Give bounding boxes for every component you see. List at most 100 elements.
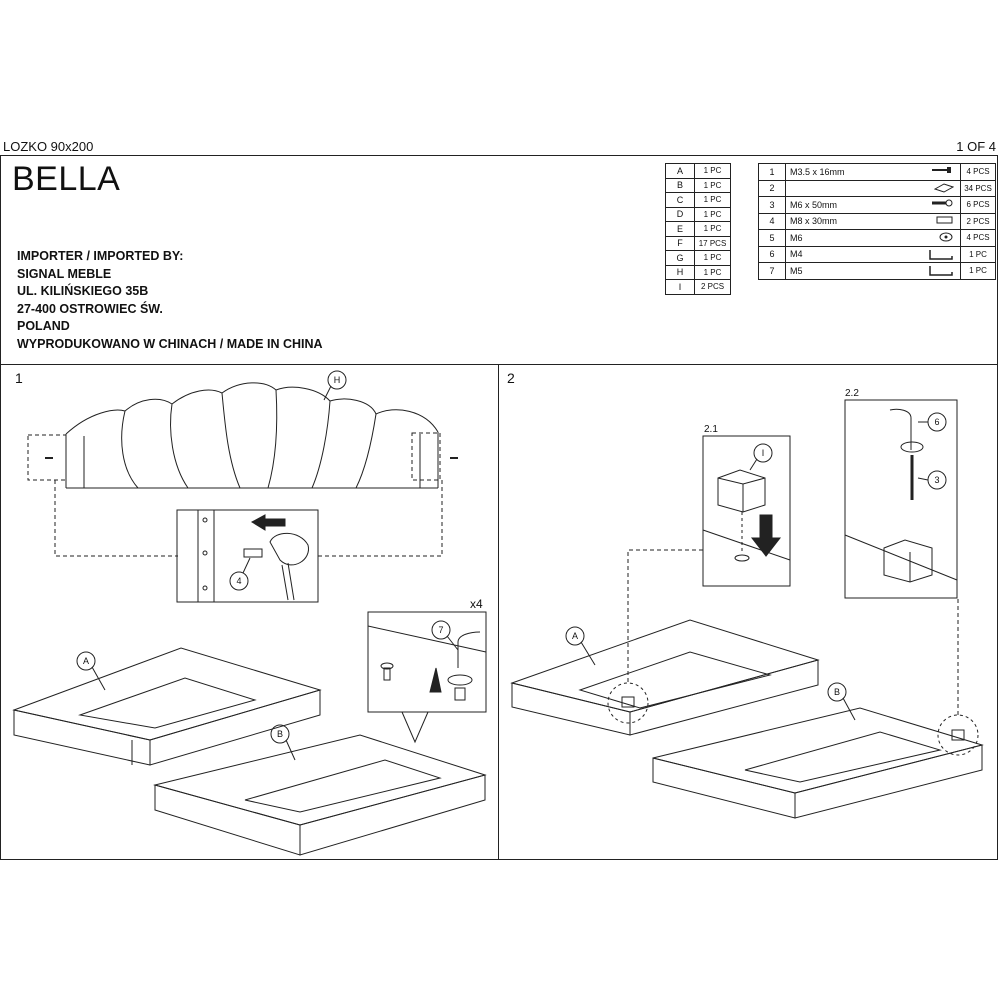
detail-cam-lock: [367, 611, 487, 744]
product-title: BELLA: [12, 160, 121, 198]
headboard-drawing: [65, 382, 439, 489]
detail-dowel-hammer: [176, 509, 319, 603]
part-qty: 1 PC: [694, 192, 731, 208]
bracket-icon: [933, 182, 955, 195]
hardware-description-cell: M8 x 30mm: [785, 212, 961, 230]
document-model: LOZKO 90x200: [3, 139, 94, 154]
part-qty: 1 PC: [694, 206, 731, 222]
importer-line: UL. KILIŃSKIEGO 35B: [17, 284, 149, 299]
callout-h: H: [334, 375, 341, 385]
hardware-description: M6 x 50mm: [790, 199, 838, 210]
step-divider: [498, 364, 499, 860]
hardware-row: 6 M4 1 PC: [758, 245, 996, 263]
hardware-description-cell: M5: [785, 262, 961, 280]
hardware-number: 3: [758, 196, 786, 214]
page-number: 1 OF 4: [956, 139, 996, 154]
hardware-description: M5: [790, 265, 803, 276]
part-id: I: [665, 279, 695, 295]
hardware-qty: 1 PC: [960, 262, 996, 280]
importer-line: POLAND: [17, 319, 70, 334]
hardware-description: M3.5 x 16mm: [790, 166, 845, 177]
part-qty: 1 PC: [694, 250, 731, 266]
assembly-drawings: H 4 A B 7 A B I 6 3 x4 2.1 2.2: [12, 370, 984, 856]
allen-key-icon: [928, 249, 954, 263]
leader-lines: [27, 432, 443, 557]
hardware-description: M4: [790, 249, 803, 260]
leader-lines-step2: [627, 549, 959, 715]
part-id: D: [665, 206, 695, 222]
washer-icon: [938, 232, 954, 244]
hardware-number: 2: [758, 179, 786, 197]
part-id: F: [665, 235, 695, 251]
part-id: A: [665, 163, 695, 179]
part-qty: 17 PCS: [694, 235, 731, 251]
part-qty: 1 PC: [694, 221, 731, 237]
allen-key-icon: [928, 265, 954, 279]
bolt-icon: [930, 199, 954, 209]
part-a-frame-step2: [510, 619, 820, 736]
hardware-qty: 6 PCS: [960, 196, 996, 214]
hardware-qty: 1 PC: [960, 245, 996, 263]
hardware-qty: 4 PCS: [960, 229, 996, 247]
part-id: C: [665, 192, 695, 208]
part-b-frame-step2: [652, 707, 984, 819]
hardware-description-cell: M3.5 x 16mm: [785, 163, 961, 181]
hardware-row: 2 34 PCS: [758, 179, 996, 197]
callout-3: 3: [934, 475, 939, 485]
substep-2-2-label: 2.2: [845, 388, 859, 399]
quantity-label: x4: [470, 597, 483, 611]
part-qty: 1 PC: [694, 177, 731, 193]
part-id: G: [665, 250, 695, 266]
hardware-row: 5 M6 4 PCS: [758, 229, 996, 247]
callout-i: I: [762, 448, 765, 458]
part-id: H: [665, 264, 695, 280]
callout-7: 7: [438, 625, 443, 635]
hardware-number: 6: [758, 245, 786, 263]
hardware-number: 5: [758, 229, 786, 247]
hardware-number: 1: [758, 163, 786, 181]
hardware-description: M8 x 30mm: [790, 216, 838, 227]
part-b-frame-step1: [153, 734, 487, 856]
part-id: B: [665, 177, 695, 193]
hardware-row: 3 M6 x 50mm 6 PCS: [758, 196, 996, 214]
hardware-description-cell: [785, 179, 961, 197]
hardware-list-table: 1 M3.5 x 16mm 4 PCS 2 34 PCS 3 M6 x 50mm 6 PCS 4…: [758, 163, 996, 280]
substep-2-1-label: 2.1: [704, 424, 718, 435]
hardware-row: 7 M5 1 PC: [758, 262, 996, 280]
importer-line: SIGNAL MEBLE: [17, 266, 112, 281]
callout-6: 6: [934, 417, 939, 427]
detail-2-1-block: [702, 435, 791, 587]
screw-icon: [930, 166, 954, 176]
importer-line: WYPRODUKOWANO W CHINACH / MADE IN CHINA: [17, 336, 323, 351]
callout-a: A: [83, 656, 89, 666]
page-frame: [0, 155, 998, 860]
importer-info: IMPORTER / IMPORTED BY: SIGNAL MEBLE UL.…: [17, 248, 323, 354]
hardware-qty: 4 PCS: [960, 163, 996, 181]
part-qty: 2 PCS: [694, 279, 731, 295]
hardware-qty: 34 PCS: [960, 179, 996, 197]
callout-4: 4: [236, 576, 241, 586]
hardware-description-cell: M6 x 50mm: [785, 196, 961, 214]
hardware-row: 1 M3.5 x 16mm 4 PCS: [758, 163, 996, 181]
hardware-number: 7: [758, 262, 786, 280]
step-2-label: 2: [507, 370, 515, 386]
hardware-description: M6: [790, 232, 803, 243]
hardware-number: 4: [758, 212, 786, 230]
step-1-label: 1: [15, 370, 23, 386]
part-qty: 1 PC: [694, 264, 731, 280]
hardware-description-cell: M6: [785, 229, 961, 247]
callout-b-step2: B: [834, 687, 840, 697]
part-id: E: [665, 221, 695, 237]
callout-b: B: [277, 729, 283, 739]
detail-2-2-bolt: [844, 399, 958, 599]
